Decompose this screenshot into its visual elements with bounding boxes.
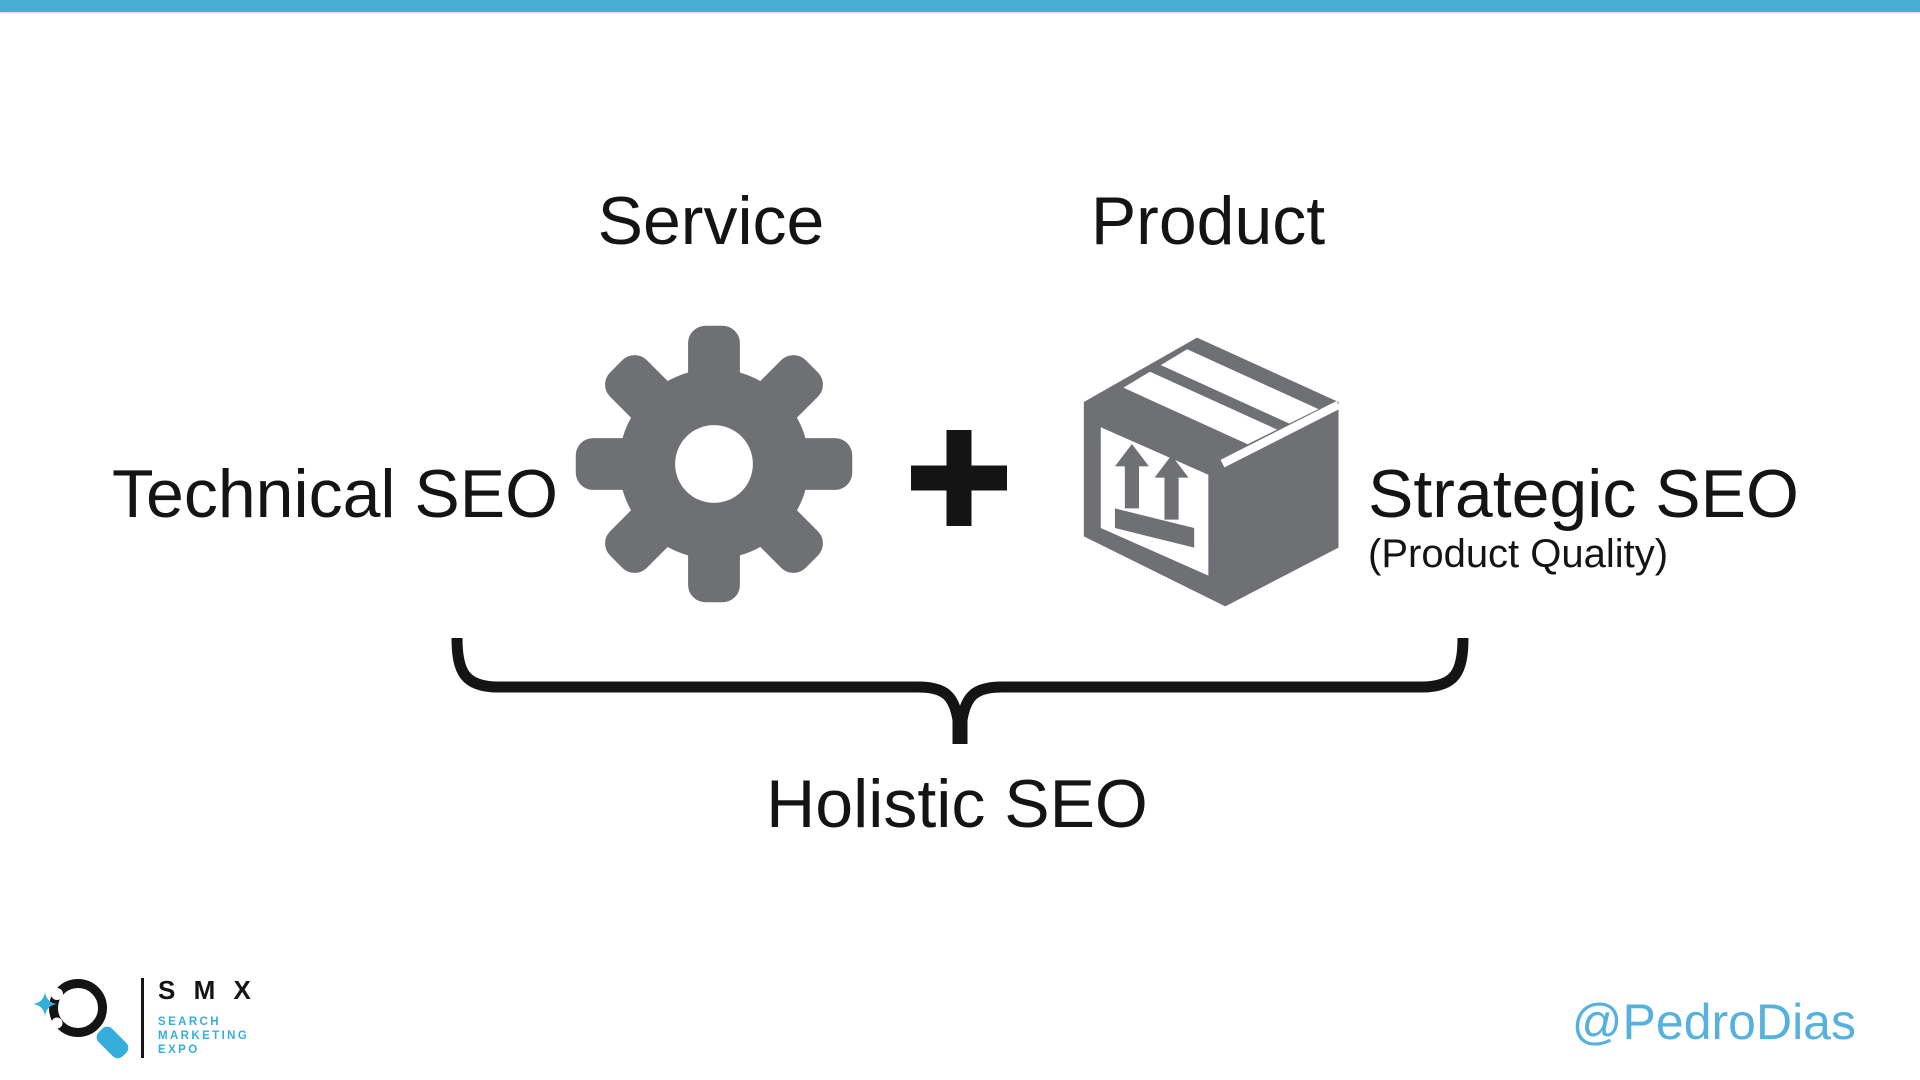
smx-tagline-line1: SEARCH <box>158 1016 221 1028</box>
logo-divider <box>141 978 144 1058</box>
package-box-icon <box>1083 337 1341 607</box>
twitter-handle: @PedroDias <box>1571 994 1856 1050</box>
product-quality-label: (Product Quality) <box>1368 532 1669 576</box>
smx-tagline-line3: EXPO <box>158 1043 200 1056</box>
magnifier-icon <box>33 979 129 1059</box>
technical-seo-label: Technical SEO <box>112 456 558 532</box>
plus-operator <box>911 430 1007 526</box>
product-label: Product <box>1090 183 1326 259</box>
holistic-seo-label: Holistic SEO <box>766 766 1148 842</box>
strategic-seo-label: Strategic SEO <box>1368 456 1799 532</box>
smx-wordmark: S M X <box>158 975 257 1005</box>
top-accent-bar <box>0 0 1920 12</box>
smx-tagline: SEARCH MARKETING EXPO <box>158 1016 249 1057</box>
smx-tagline-line2: MARKETING <box>158 1029 250 1042</box>
sparkle-icon <box>33 992 57 1016</box>
gear-icon <box>575 325 853 603</box>
underbrace-icon <box>451 637 1469 744</box>
service-label: Service <box>597 183 825 259</box>
